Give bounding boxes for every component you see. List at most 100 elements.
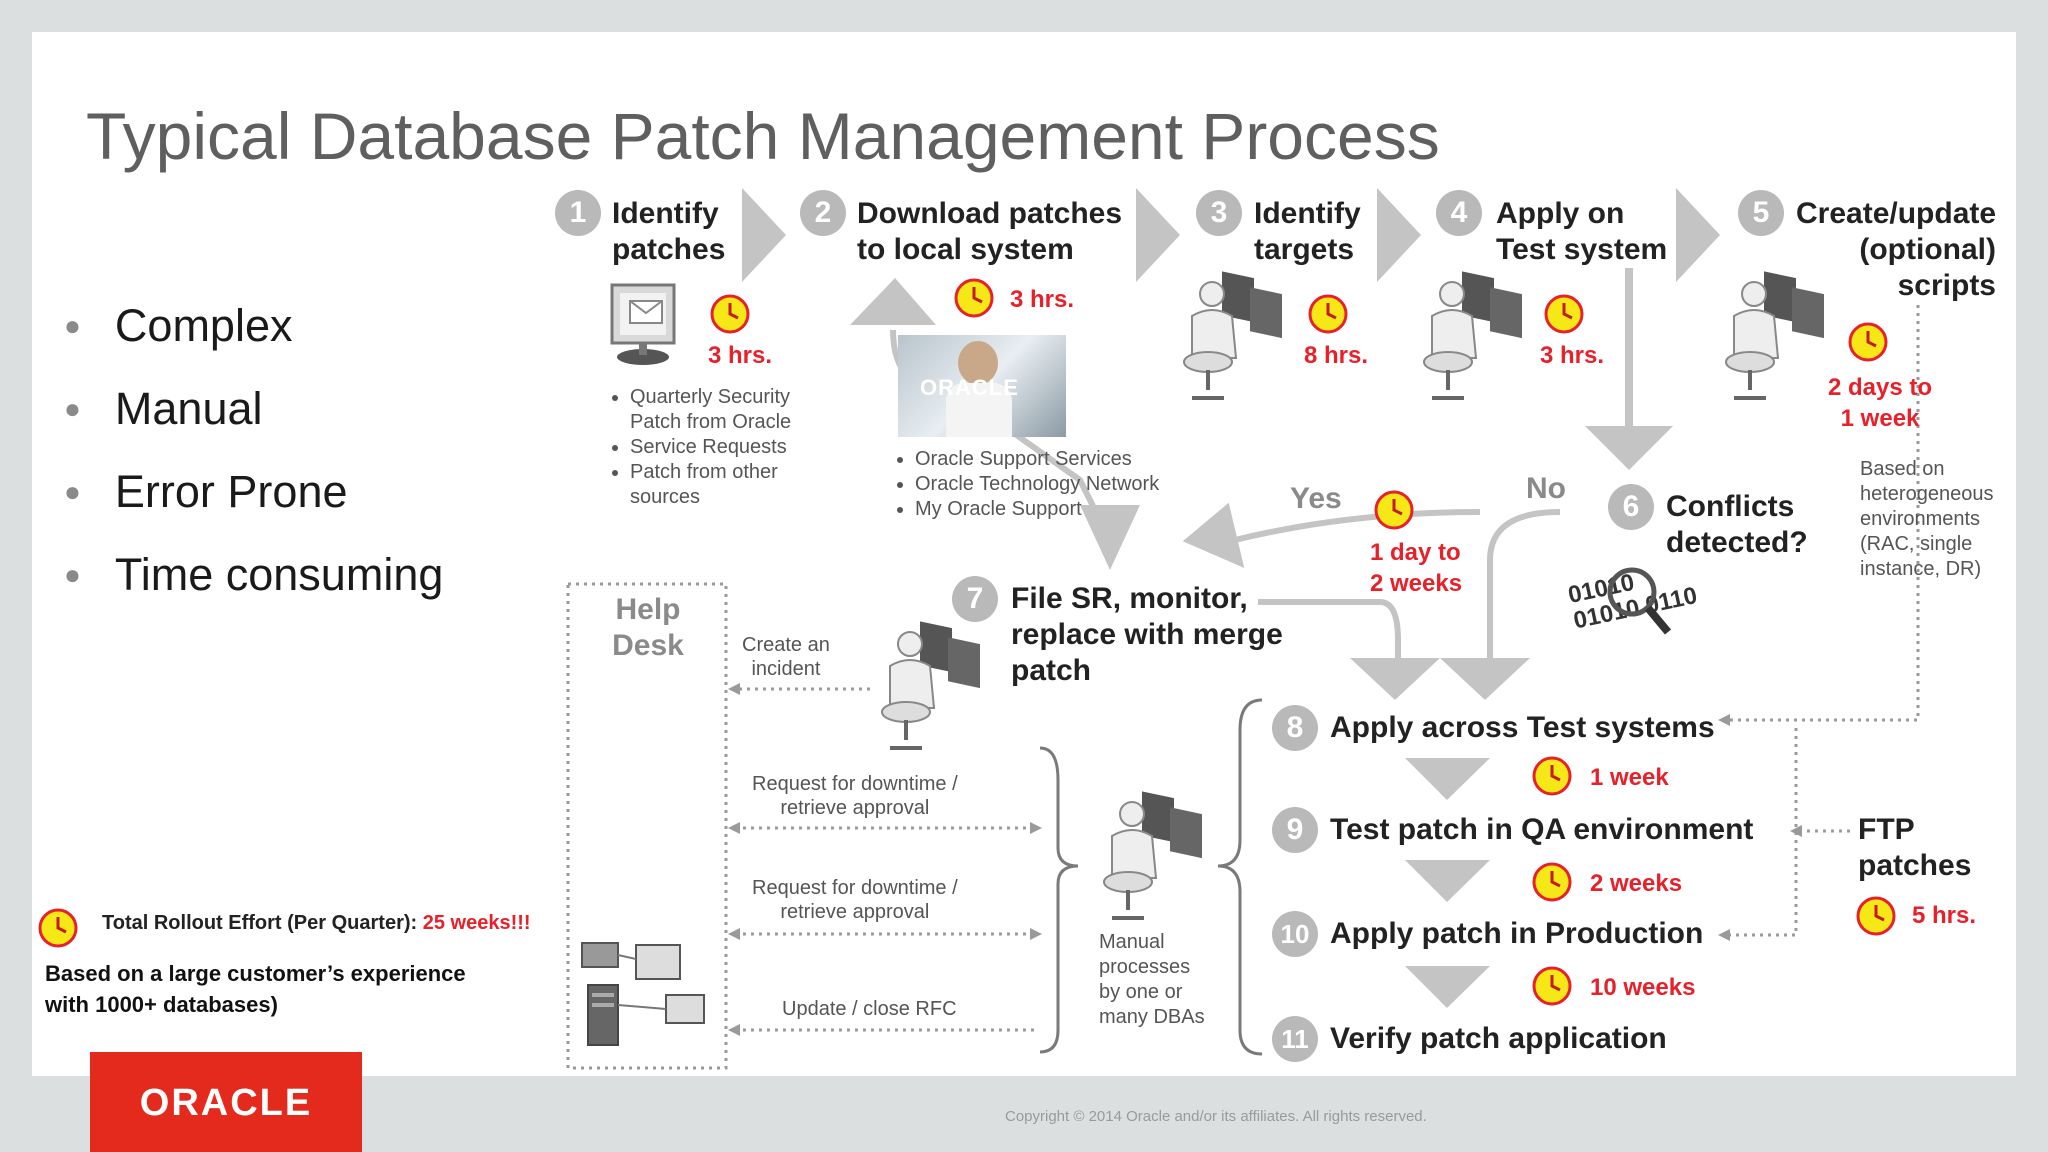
clock-icon [1374, 490, 1414, 530]
bullet-label: Time consuming [114, 549, 444, 600]
step-2-title: Download patches to local system [857, 197, 1123, 266]
step-4-time: 3 hrs. [1540, 342, 1605, 369]
step-6-number: 6 [1608, 484, 1654, 530]
clock-icon [1308, 294, 1348, 334]
bullet-label: Manual [114, 383, 263, 434]
arrow-down-icon [1350, 658, 1440, 700]
yes-label: Yes [1290, 482, 1342, 515]
step-8-title: Apply across Test systems [1330, 711, 1715, 744]
copyright: Copyright © 2014 Oracle and/or its affil… [1005, 1108, 1427, 1125]
step-3-title: Identify targets [1254, 197, 1361, 266]
step-10-title: Apply patch in Production [1330, 917, 1704, 950]
list-item: Quarterly Security Patch from Oracle [630, 385, 840, 435]
arrow-left-icon [1182, 502, 1245, 568]
computer-mail-icon [610, 283, 676, 365]
brace [1039, 746, 1079, 1054]
step-7-title: File SR, monitor, replace with merge pat… [1011, 582, 1283, 687]
bullet-dot-icon: ● [64, 476, 81, 507]
bullet-dot-icon: ● [64, 310, 81, 341]
page-title: Typical Database Patch Management Proces… [86, 99, 1440, 173]
bullet-dot-icon: ● [64, 559, 81, 590]
bullet-item: ● Manual [64, 383, 263, 435]
list-item: Oracle Support Services [915, 447, 1205, 472]
oracle-photo-text: ORACLE [920, 375, 1019, 400]
step-6-time: 1 day to 2 weeks [1370, 539, 1463, 597]
dba-person-icon [1103, 791, 1202, 920]
bullet-label: Error Prone [114, 466, 348, 517]
oracle-logo: ORACLE [90, 1052, 362, 1152]
clock-icon [1848, 322, 1888, 362]
step-1-number: 1 [555, 190, 601, 236]
step-11-title: Verify patch application [1330, 1022, 1667, 1055]
step-10-time: 10 weeks [1590, 974, 1696, 1001]
bullet-item: ● Error Prone [64, 466, 348, 518]
arrow-right-icon [1136, 188, 1180, 282]
arrow-down-icon [1585, 426, 1673, 470]
clock-icon [1544, 294, 1584, 334]
create-incident-label: Create an incident [742, 634, 830, 680]
list-item: My Oracle Support [915, 497, 1205, 522]
arrow-right-icon [742, 188, 786, 282]
step-5-number: 5 [1738, 190, 1784, 236]
arrow-down-icon [1080, 505, 1140, 570]
dba-person-icon [1183, 271, 1282, 400]
request-downtime-label: Request for downtime / retrieve approval [752, 877, 958, 923]
step-9-title: Test patch in QA environment [1330, 813, 1754, 846]
oracle-support-photo: ORACLE [898, 335, 1066, 437]
no-label: No [1526, 472, 1566, 505]
manual-process-note: Manual processes by one or many DBAs [1099, 931, 1205, 1028]
arrow-down-icon [1405, 758, 1490, 800]
bullet-label: Complex [114, 300, 293, 351]
dba-person-icon [1725, 271, 1824, 400]
clock-icon [1856, 896, 1896, 936]
total-effort-value: 25 weeks!!! [422, 912, 531, 934]
clock-icon [1532, 966, 1572, 1006]
step-8-number: 8 [1272, 705, 1318, 751]
ftp-patches-title: FTP patches [1858, 813, 1972, 882]
arrow-right-icon [1676, 188, 1720, 282]
arrow-down-icon [1405, 860, 1490, 902]
clock-icon [954, 278, 994, 318]
bullet-item: ● Time consuming [64, 549, 443, 601]
step-9-time: 2 weeks [1590, 870, 1683, 897]
step-5-note: Based on heterogeneous environments (RAC… [1860, 458, 1994, 580]
step-1-time: 3 hrs. [708, 342, 773, 369]
list-item: Patch from other sources [630, 460, 840, 510]
help-desk-label: Help Desk [612, 593, 684, 662]
list-item: Service Requests [630, 435, 840, 460]
ftp-time: 5 hrs. [1912, 902, 1977, 929]
arrow-down-icon [1440, 658, 1530, 700]
step-9-number: 9 [1272, 807, 1318, 853]
step-7-number: 7 [952, 576, 998, 622]
arrow-down-icon [1405, 966, 1490, 1008]
step-4-title: Apply on Test system [1496, 197, 1668, 266]
step-11-number: 11 [1272, 1016, 1318, 1062]
list-item: Oracle Technology Network [915, 472, 1205, 497]
magnifier-binary-icon: 01010 01010 0110 [1566, 562, 1700, 642]
step-5-title: Create/update (optional) scripts [1796, 197, 1997, 302]
brace [1217, 698, 1263, 1056]
oracle-logo-text: ORACLE [139, 1082, 313, 1124]
step-3-number: 3 [1196, 190, 1242, 236]
clock-icon [710, 294, 750, 334]
step-2-sources: Oracle Support Services Oracle Technolog… [893, 447, 1205, 522]
step-1-sources: Quarterly Security Patch from Oracle Ser… [608, 385, 840, 510]
bullet-dot-icon: ● [64, 393, 81, 424]
based-on-note: Based on a large customer’s experience w… [45, 961, 466, 1017]
dba-person-icon [1423, 271, 1522, 400]
request-downtime-label: Request for downtime / retrieve approval [752, 773, 958, 819]
bullet-item: ● Complex [64, 300, 292, 352]
step-1-title: Identify patches [612, 197, 726, 266]
dba-person-icon [881, 621, 980, 750]
arrow-right-icon [1377, 188, 1421, 282]
total-effort-label: Total Rollout Effort (Per Quarter): [102, 912, 418, 934]
clock-icon [1532, 862, 1572, 902]
clock-icon [38, 908, 78, 948]
total-effort: Total Rollout Effort (Per Quarter): 25 w… [102, 912, 531, 935]
step-2-time: 3 hrs. [1010, 286, 1075, 313]
step-4-number: 4 [1436, 190, 1482, 236]
step-8-time: 1 week [1590, 764, 1669, 791]
arrow-up-icon [850, 278, 936, 325]
step-10-number: 10 [1272, 911, 1318, 957]
step-6-title: Conflicts detected? [1666, 490, 1808, 559]
